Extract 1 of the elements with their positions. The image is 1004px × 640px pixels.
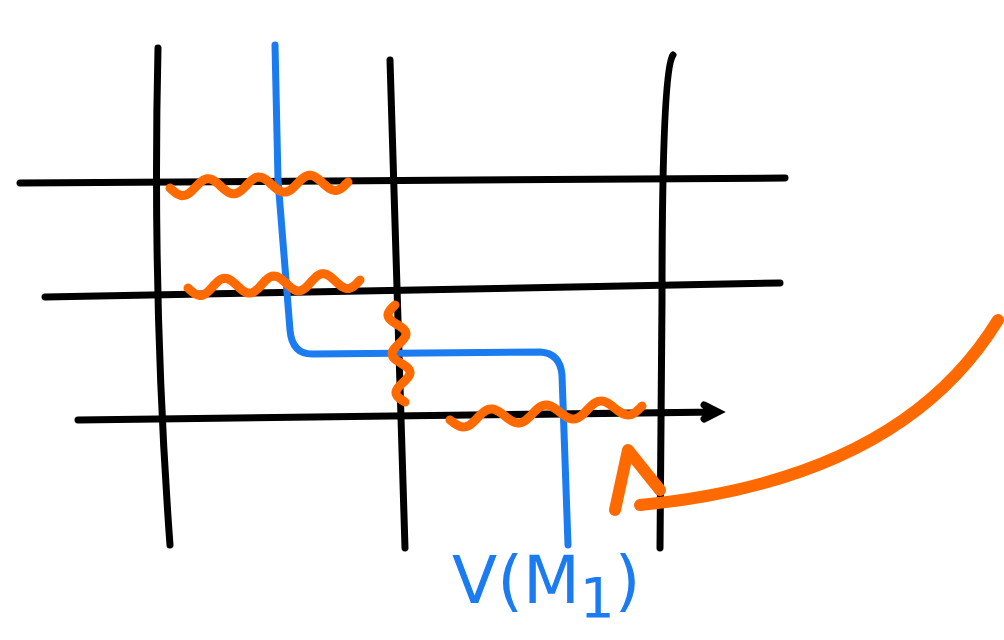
formula-label: V(M$_{1}$) <box>452 548 641 627</box>
